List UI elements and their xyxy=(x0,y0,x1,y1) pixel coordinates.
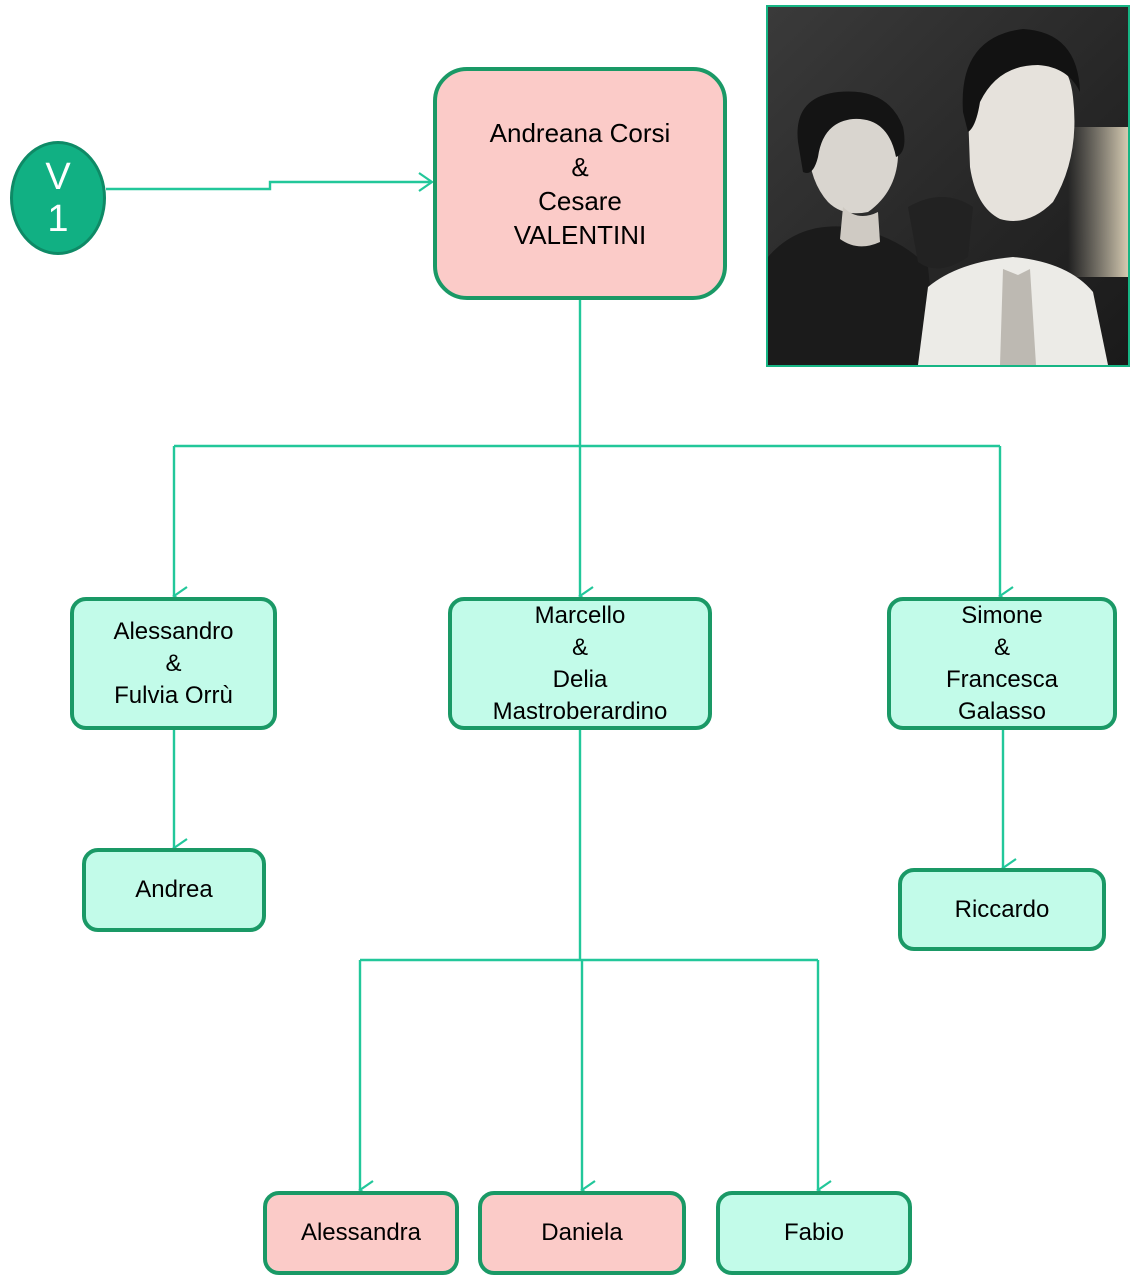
grandchild-node-riccardo: Riccardo xyxy=(898,868,1106,951)
riccardo-label: Riccardo xyxy=(954,895,1050,923)
simone-line-2: & xyxy=(993,633,1010,661)
child-node-alessandro: Alessandro & Fulvia Orrù xyxy=(70,597,277,730)
alessandra-label: Alessandra xyxy=(300,1219,422,1246)
simone-line-3: Francesca xyxy=(945,665,1059,693)
alessandro-line-2: & xyxy=(165,649,182,677)
child-node-simone: Simone & Francesca Galasso xyxy=(887,597,1117,730)
root-line-2: & xyxy=(571,151,589,182)
andrea-label: Andrea xyxy=(135,876,213,903)
marcello-line-3: Delia xyxy=(552,665,608,693)
grandchild-node-alessandra: Alessandra xyxy=(263,1191,459,1275)
simone-line-4: Galasso xyxy=(957,697,1047,725)
alessandro-line-3: Fulvia Orrù xyxy=(114,681,233,709)
grandchild-node-fabio: Fabio xyxy=(716,1191,912,1275)
simone-line-1: Simone xyxy=(961,601,1043,629)
badge-letter: V xyxy=(45,156,71,198)
alessandro-line-1: Alessandro xyxy=(113,617,234,645)
root-line-4: VALENTINI xyxy=(513,219,647,250)
root-line-1: Andreana Corsi xyxy=(489,117,671,148)
marcello-line-2: & xyxy=(571,633,588,661)
generation-badge: V 1 xyxy=(10,141,106,255)
badge-to-root-connector xyxy=(106,172,434,192)
badge-number: 1 xyxy=(47,198,69,240)
daniela-label: Daniela xyxy=(541,1219,623,1246)
marcello-line-1: Marcello xyxy=(534,601,626,629)
marcello-line-4: Mastroberardino xyxy=(492,697,668,725)
root-line-3: Cesare xyxy=(538,185,622,216)
couple-photo xyxy=(766,5,1130,367)
root-couple-node: Andreana Corsi & Cesare VALENTINI xyxy=(433,67,727,300)
child-node-marcello: Marcello & Delia Mastroberardino xyxy=(448,597,712,730)
grandchild-node-andrea: Andrea xyxy=(82,848,266,932)
fabio-label: Fabio xyxy=(783,1219,845,1246)
grandchild-node-daniela: Daniela xyxy=(478,1191,686,1275)
